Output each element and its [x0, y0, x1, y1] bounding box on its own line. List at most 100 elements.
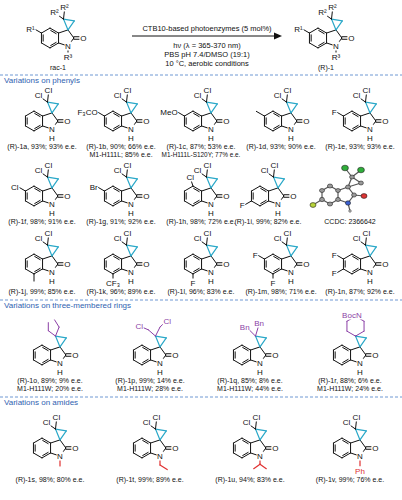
- bond-line: [336, 21, 342, 30]
- bond-line: [47, 237, 49, 245]
- atom-label: Cl: [270, 161, 279, 170]
- bond-line: [233, 438, 242, 443]
- bond-line: [56, 429, 61, 440]
- bond-line: [356, 336, 367, 338]
- bond-line: [360, 347, 366, 355]
- yield-caption: M1-H111W; 20% e.e.: [17, 385, 83, 393]
- bond-line: [186, 118, 187, 124]
- bond-line: [114, 200, 119, 203]
- bond-line: [51, 30, 56, 33]
- bond-line: [264, 269, 273, 274]
- bond-line: [50, 28, 59, 33]
- bond-line: [193, 254, 202, 259]
- bond-line: [335, 445, 336, 451]
- atom-label: N: [49, 268, 56, 277]
- yield-caption: (R)-1d, 93%; 90% e.e.: [246, 143, 315, 151]
- yield-caption: (R)-1m, 98%; 71% e.e.: [245, 288, 316, 296]
- bond-line: [259, 256, 265, 259]
- bond-line: [287, 102, 298, 104]
- condition-text: 10 °C, aerobic conditions: [165, 59, 248, 68]
- yield-caption: (R)-1e, 93%; 93% e.e.: [325, 143, 394, 151]
- bond-line: [318, 43, 327, 48]
- atom-label: Cl: [44, 161, 53, 170]
- atom-label: Cl: [203, 229, 212, 238]
- atom-label: Cl: [362, 86, 371, 95]
- bond-line: [127, 245, 138, 247]
- bond-line: [34, 111, 43, 116]
- bond-line: [338, 256, 344, 259]
- atom-label: O: [372, 444, 379, 453]
- atom-label: Cl: [273, 233, 282, 242]
- section-title: Variations on three-membered rings: [4, 301, 131, 310]
- atom-label: N: [367, 268, 374, 277]
- bond-line: [113, 269, 122, 274]
- bond-line: [184, 186, 193, 191]
- bond-line: [160, 347, 166, 355]
- yield-caption: M1-H111W; 44% e.e.: [217, 385, 283, 393]
- bond-line: [42, 438, 51, 443]
- ccdc-label: CCDC: 2366642: [324, 218, 375, 226]
- bond-line: [121, 259, 122, 269]
- substituent-label: F₃CO: [77, 108, 98, 117]
- bond-line: [184, 191, 185, 201]
- bond-line: [59, 30, 68, 33]
- bond-line: [27, 193, 28, 199]
- bond-line: [370, 247, 376, 256]
- bond-line: [243, 359, 248, 362]
- bond-line: [351, 440, 360, 443]
- bond-line: [233, 443, 234, 453]
- bond-line: [114, 256, 119, 259]
- bond-line: [142, 438, 151, 443]
- bond-line: [191, 181, 193, 186]
- bond-line: [291, 247, 297, 256]
- atom-label: N: [57, 452, 64, 461]
- group-label: Ph: [355, 466, 366, 475]
- bond-line: [58, 33, 59, 43]
- yield-caption: (R)-1q, 85%; 8% e.e.: [217, 377, 282, 385]
- bond-line: [127, 102, 138, 104]
- bond-line: [142, 360, 151, 365]
- bond-line: [309, 28, 318, 33]
- atom-label: N: [357, 359, 364, 368]
- substituent-label: F: [331, 268, 337, 277]
- bond-line: [360, 259, 361, 269]
- atom-label: Cl: [193, 90, 202, 99]
- bond-line: [42, 259, 43, 269]
- atom-label: R³: [63, 52, 72, 61]
- bond-line: [366, 245, 377, 247]
- bond-line: [114, 188, 119, 191]
- atom-label: O: [303, 117, 310, 126]
- bond-line: [211, 113, 217, 121]
- atom-label: O: [172, 351, 179, 360]
- group-label: Bn: [254, 318, 265, 327]
- bond-line: [33, 453, 42, 458]
- bond-line: [319, 30, 324, 33]
- bond-line: [332, 19, 337, 30]
- bond-line: [194, 188, 199, 191]
- bond-line: [114, 113, 119, 116]
- bond-line: [52, 188, 58, 196]
- atom-label: O: [80, 34, 87, 43]
- bond-line: [55, 320, 60, 327]
- bond-line: [48, 245, 53, 256]
- atom-label: Cl: [113, 90, 122, 99]
- bond-line: [360, 440, 366, 448]
- bond-line: [56, 429, 67, 431]
- atom-label: H: [157, 368, 164, 377]
- bond-line: [235, 445, 236, 451]
- atom-label: N: [275, 200, 282, 209]
- atom-label: H: [49, 277, 56, 286]
- bond-line: [193, 126, 202, 131]
- bond-line: [333, 360, 342, 365]
- bond-line: [34, 126, 43, 131]
- bond-line: [250, 350, 251, 360]
- yield-caption: (R)-1h, 98%; 72% e.e.: [166, 218, 235, 226]
- bond-line: [345, 261, 346, 267]
- bond-line: [143, 359, 148, 362]
- bond-line: [273, 169, 275, 177]
- bond-line: [370, 256, 376, 264]
- bond-line: [106, 118, 107, 124]
- bond-line: [50, 43, 59, 48]
- atom-label: O: [72, 444, 79, 453]
